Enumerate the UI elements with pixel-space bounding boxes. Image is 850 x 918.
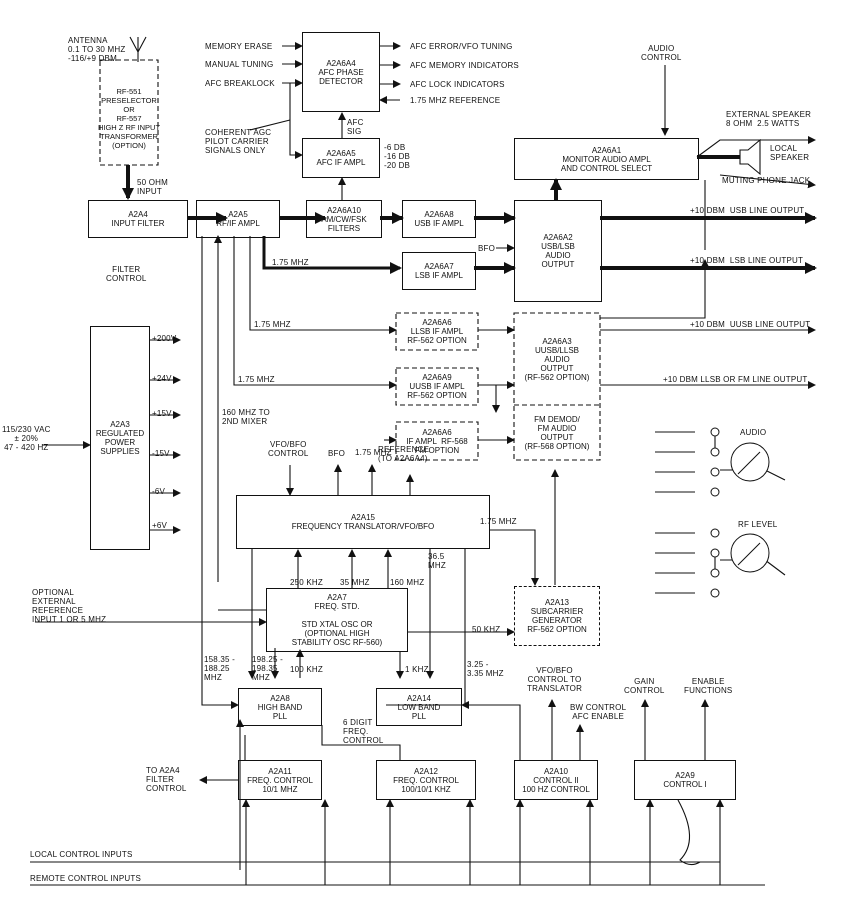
antenna-label: ANTENNA 0.1 TO 30 MHZ -116/+9 DBM	[68, 36, 126, 63]
mhz-175-e-label: 1.75 MHZ	[480, 517, 517, 526]
local-speaker-label: LOCAL SPEAKER	[770, 144, 810, 162]
db-levels-label: -6 DB -16 DB -20 DB	[384, 143, 411, 170]
remote-inputs-label: REMOTE CONTROL INPUTS	[30, 874, 142, 883]
reference-to-label: REFERENCE (TO A2A6A4)	[378, 445, 430, 463]
preselector-option-block: RF-551 PRESELECTOR OR RF-557 HIGH Z RF I…	[97, 86, 161, 150]
monitor-audio-ampl-block: A2A6A1 MONITOR AUDIO AMPL AND CONTROL SE…	[514, 138, 699, 180]
mhz-175-c-label: 1.75 MHZ	[238, 375, 275, 384]
mhz-175-d-label: 1.75 MHZ	[355, 448, 392, 457]
v200-label: +200V	[152, 334, 177, 343]
v6n-label: -6V	[152, 487, 166, 496]
subcarrier-generator-block: A2A13 SUBCARRIER GENERATOR RF-562 OPTION	[514, 586, 600, 646]
low-band-pll-block: A2A14 LOW BAND PLL	[376, 688, 462, 726]
audio-control-label: AUDIO CONTROL	[641, 44, 682, 62]
ac-input-label: 115/230 VAC ± 20% 47 - 420 HZ	[2, 425, 51, 452]
khz100-label: 100 KHZ	[290, 665, 323, 674]
afc-memory-label: AFC MEMORY INDICATORS	[410, 61, 519, 70]
afc-error-label: AFC ERROR/VFO TUNING	[410, 42, 513, 51]
six-digit-label: 6 DIGIT FREQ. CONTROL	[343, 718, 384, 745]
llsb-if-ampl-block: A2A6A6 LLSB IF AMPL RF-562 OPTION	[407, 318, 467, 345]
manual-tuning-label: MANUAL TUNING	[205, 60, 274, 69]
bfo2-label: BFO	[328, 449, 346, 458]
v6p-label: +6V	[152, 521, 168, 530]
coherent-agc-label: COHERENT AGC PILOT CARRIER SIGNALS ONLY	[205, 128, 272, 155]
hb-range2-label: 198.25 - 198.35 MHZ	[252, 655, 283, 682]
uusb-llsb-audio-block: A2A6A3 UUSB/LLSB AUDIO OUTPUT (RF-562 OP…	[524, 336, 590, 382]
usb-lsb-audio-output-block: A2A6A2 USB/LSB AUDIO OUTPUT	[514, 200, 602, 302]
local-inputs-label: LOCAL CONTROL INPUTS	[30, 850, 133, 859]
khz250-label: 250 KHZ	[290, 578, 323, 587]
reference-175-label: 1.75 MHZ REFERENCE	[410, 96, 501, 105]
mhz365-label: 36.5 MHZ	[428, 552, 446, 570]
usb-if-ampl-block: A2A6A8 USB IF AMPL	[402, 200, 476, 238]
uusb-line-output-label: +10 DBM UUSB LINE OUTPUT	[690, 320, 811, 329]
mhz35-label: 35 MHZ	[340, 578, 370, 587]
usb-line-output-label: +10 DBM USB LINE OUTPUT	[690, 206, 805, 215]
audio-meter-label: AUDIO	[740, 428, 767, 437]
bfo-label: BFO	[478, 244, 496, 253]
am-cw-fsk-filters-block: A2A6A10 AM/CW/FSK FILTERS	[306, 200, 382, 238]
khz1-label: 1 KHZ	[405, 665, 429, 674]
mhz160-2nd-mixer-label: 160 MHZ TO 2ND MIXER	[222, 408, 270, 426]
mhz160-label: 160 MHZ	[390, 578, 425, 587]
control-i-block: A2A9 CONTROL I	[634, 760, 736, 800]
afc-breaklock-label: AFC BREAKLOCK	[205, 79, 275, 88]
llsb-line-output-label: +10 DBM LLSB OR FM LINE OUTPUT	[663, 375, 808, 384]
fm-demod-block: FM DEMOD/ FM AUDIO OUTPUT (RF-568 OPTION…	[524, 414, 590, 451]
power-supplies-block: A2A3 REGULATED POWER SUPPLIES	[90, 326, 150, 550]
freq-std-block: A2A7 FREQ. STD. STD XTAL OSC OR (OPTIONA…	[266, 588, 408, 652]
afc-sig-label: AFC SIG	[347, 118, 364, 136]
gain-control-label: GAIN CONTROL	[624, 677, 665, 695]
v24-label: +24V	[152, 374, 172, 383]
frequency-translator-block: A2A15 FREQUENCY TRANSLATOR/VFO/BFO	[236, 495, 490, 549]
mhz-175-b-label: 1.75 MHZ	[254, 320, 291, 329]
mhz-175-a-label: 1.75 MHZ	[272, 258, 309, 267]
external-speaker-label: EXTERNAL SPEAKER 8 OHM 2.5 WATTS	[726, 110, 812, 128]
lsb-line-output-label: +10 DBM LSB LINE OUTPUT	[690, 256, 804, 265]
control-ii-block: A2A10 CONTROL II 100 HZ CONTROL	[514, 760, 598, 800]
hb-range1-label: 158.35 - 188.25 MHZ	[204, 655, 235, 682]
afc-if-ampl-block: A2A6A5 AFC IF AMPL	[302, 138, 380, 178]
bw-control-label: BW CONTROL AFC ENABLE	[570, 703, 627, 721]
muting-jack-label: MUTING PHONE JACK	[722, 176, 811, 185]
vfo-bfo-control-label: VFO/BFO CONTROL	[268, 440, 309, 458]
rf-if-ampl-block: A2A5 RF/IF AMPL	[196, 200, 280, 238]
optional-ref-label: OPTIONAL EXTERNAL REFERENCE INPUT 1 OR 5…	[32, 588, 107, 624]
khz50-label: 50 KHZ	[472, 625, 501, 634]
vfo-to-translator-label: VFO/BFO CONTROL TO TRANSLATOR	[527, 666, 583, 693]
high-band-pll-block: A2A8 HIGH BAND PLL	[238, 688, 322, 726]
to-a2a4-label: TO A2A4 FILTER CONTROL	[146, 766, 187, 793]
v15n-label: -15V	[152, 449, 170, 458]
afc-lock-label: AFC LOCK INDICATORS	[410, 80, 505, 89]
v15p-label: +15V	[152, 409, 172, 418]
rf-level-label: RF LEVEL	[738, 520, 778, 529]
freq-control-mhz-block: A2A11 FREQ. CONTROL 10/1 MHZ	[238, 760, 322, 800]
freq-control-khz-block: A2A12 FREQ. CONTROL 100/10/1 KHZ	[376, 760, 476, 800]
input-filter-block: A2A4 INPUT FILTER	[88, 200, 188, 238]
filter-control-label: FILTER CONTROL	[106, 265, 147, 283]
afc-phase-detector-block: A2A6A4 AFC PHASE DETECTOR	[302, 32, 380, 112]
enable-functions-label: ENABLE FUNCTIONS	[684, 677, 733, 695]
fm-if-ampl-block: A2A6A6 IF AMPL RF-568 FM OPTION	[406, 427, 468, 455]
lsb-if-ampl-block: A2A6A7 LSB IF AMPL	[402, 252, 476, 290]
ohm50-label: 50 OHM INPUT	[137, 178, 168, 196]
uusb-if-ampl-block: A2A6A9 UUSB IF AMPL RF-562 OPTION	[407, 373, 467, 400]
lb-range-label: 3.25 - 3.35 MHZ	[467, 660, 504, 678]
memory-erase-label: MEMORY ERASE	[205, 42, 273, 51]
